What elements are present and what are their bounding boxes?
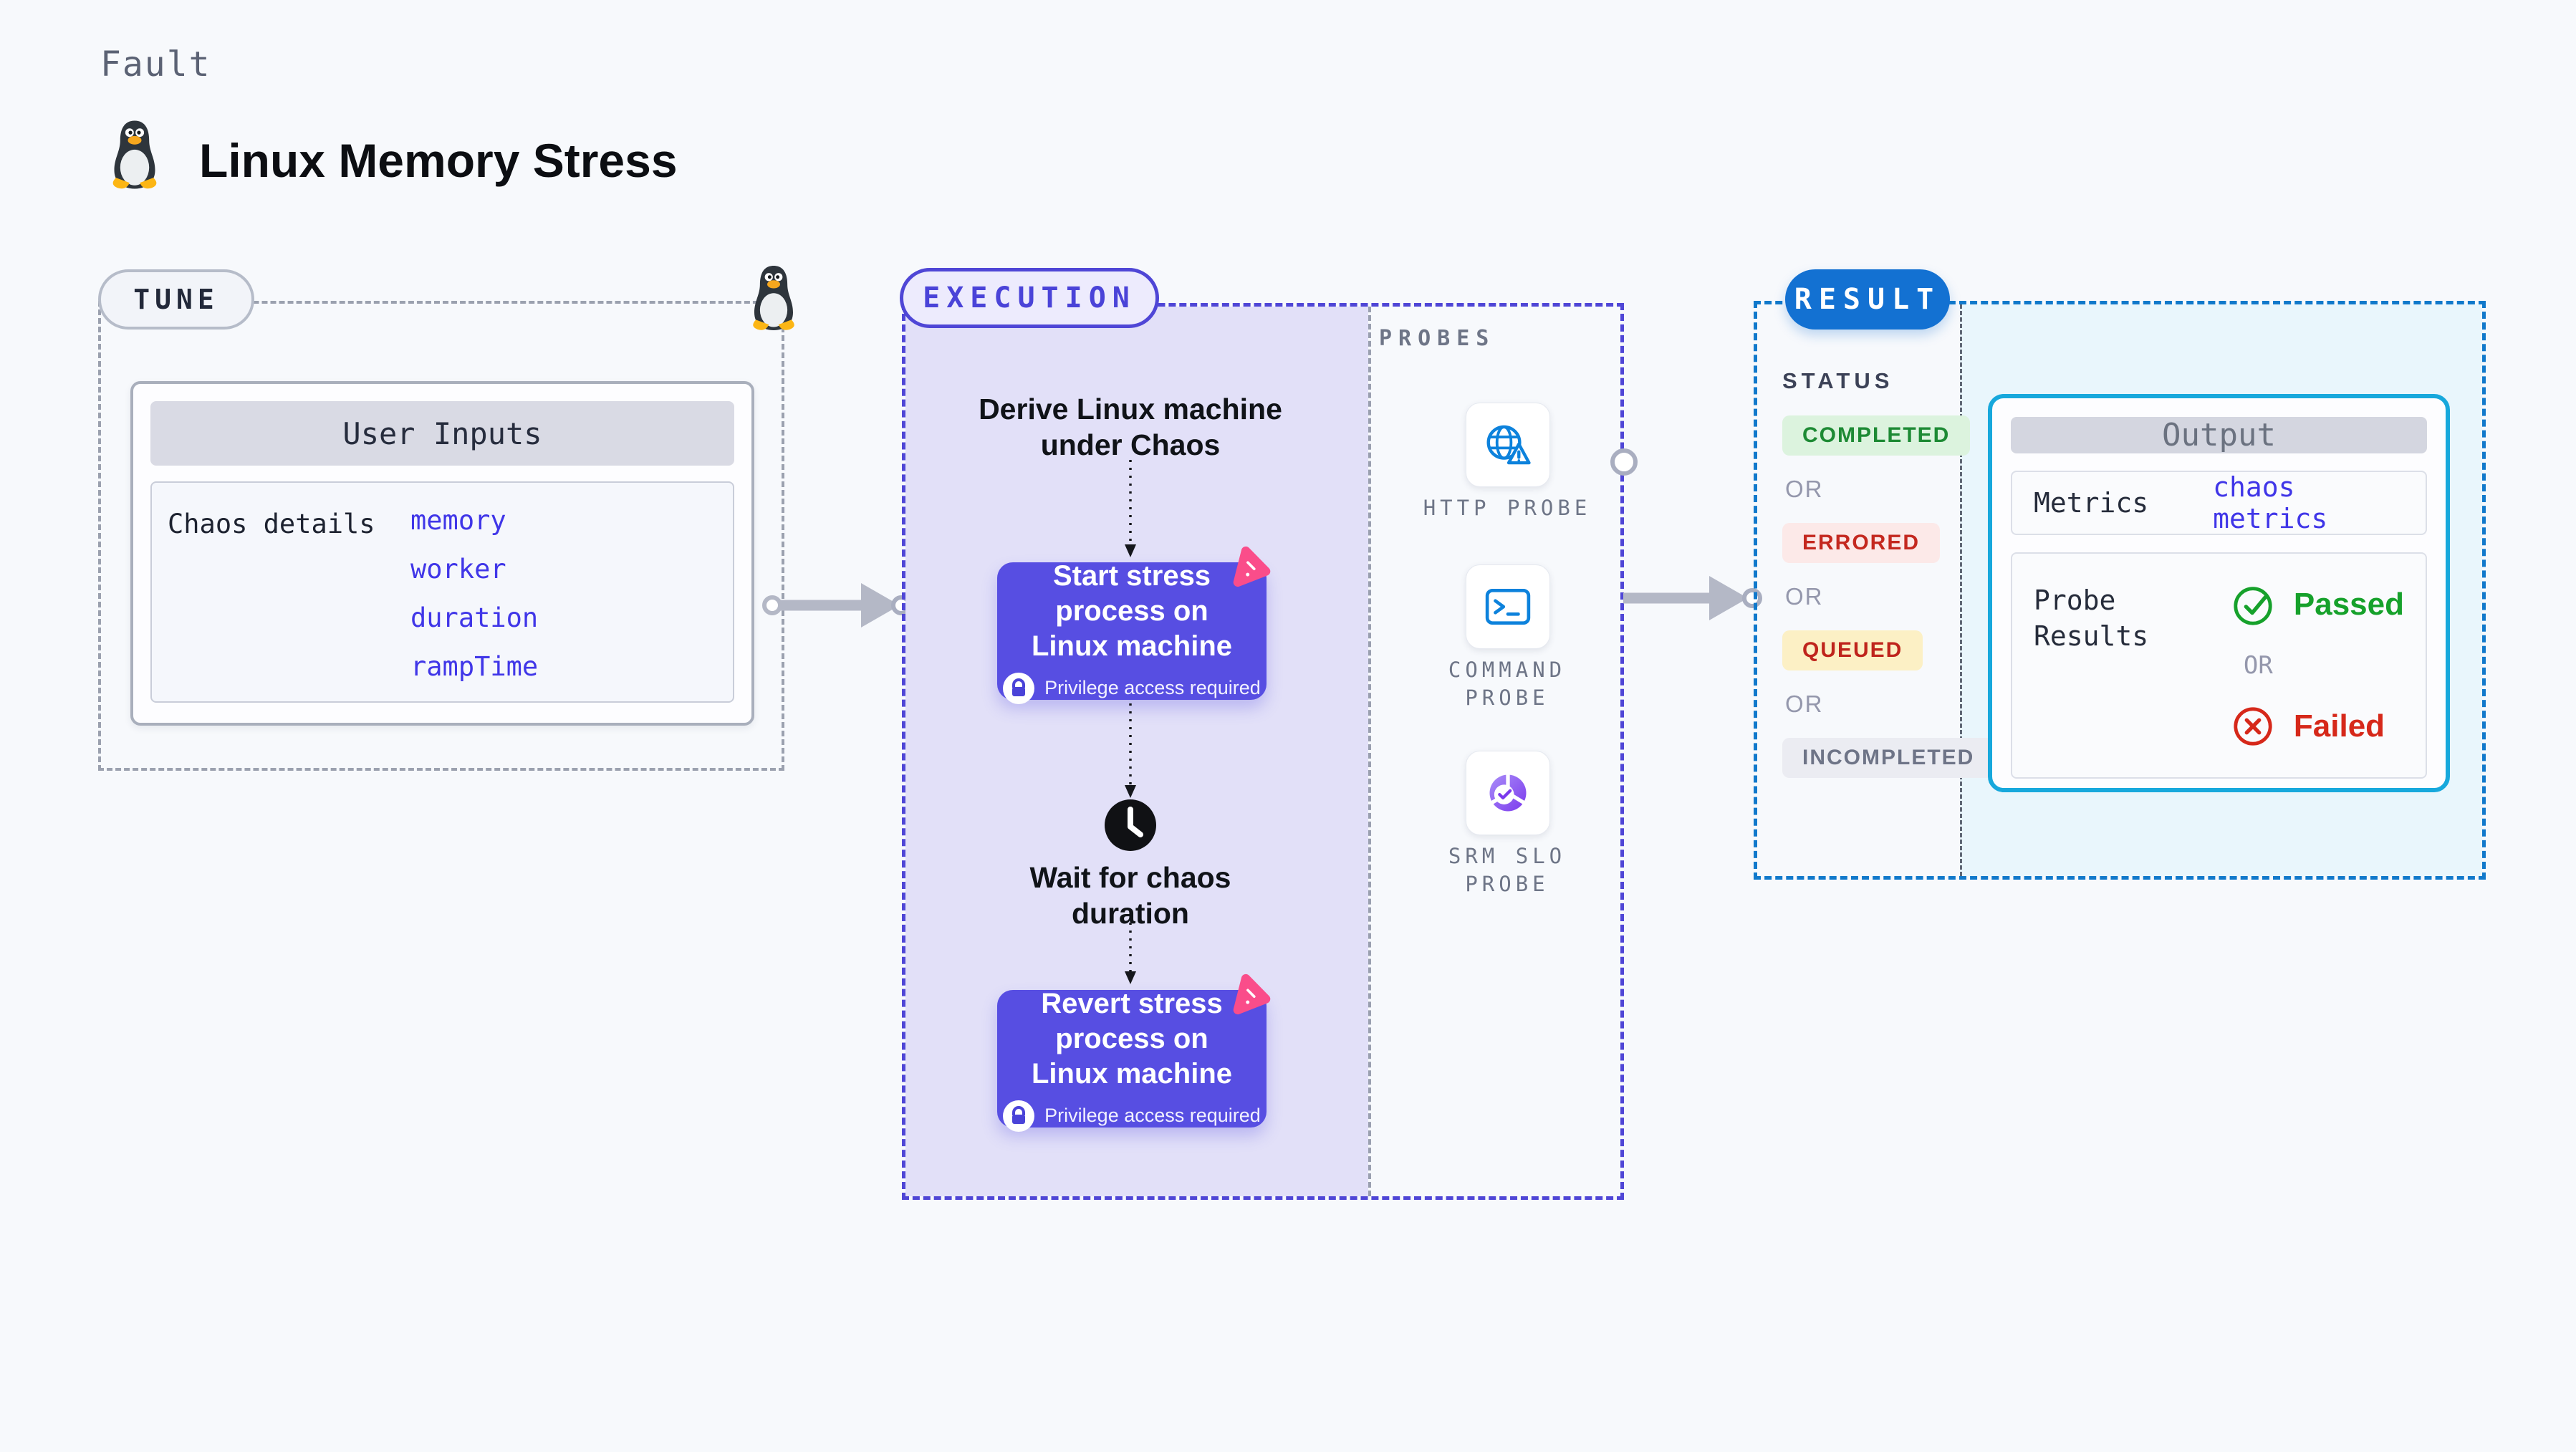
metrics-label: Metrics (2034, 487, 2149, 519)
privilege-badge: Privilege access required (1003, 1100, 1261, 1132)
or-label: OR (2243, 651, 2273, 680)
link-worker[interactable]: worker (410, 553, 506, 585)
start-stress-node: Start stress process on Linux machine Pr… (997, 559, 1267, 704)
passed-label: Passed (2293, 587, 2404, 622)
link-duration[interactable]: duration (410, 602, 539, 633)
lock-icon (1003, 672, 1035, 704)
passed-line: Passed (2231, 582, 2404, 627)
x-circle-icon (2234, 707, 2272, 746)
failed-line: Failed (2231, 704, 2404, 749)
probes-divider (1368, 307, 1371, 1196)
chaos-icon (1233, 546, 1271, 587)
probe-results-label: Probe Results (2034, 585, 2149, 652)
globe-alert-icon (1486, 425, 1531, 465)
flow-arrow-3 (1125, 923, 1136, 984)
arrow-execution-to-result (1623, 576, 1762, 620)
srm-slo-probe-card (1466, 751, 1550, 835)
or-label: OR (1785, 476, 1824, 502)
check-circle-icon (2234, 587, 2272, 625)
status-badge-incompleted: INCOMPLETED (1782, 738, 1995, 778)
tune-section-box (98, 301, 784, 771)
or-label: OR (1785, 583, 1824, 610)
user-inputs-header: User Inputs (150, 401, 734, 466)
link-memory[interactable]: memory (410, 504, 506, 536)
probe-results-row: Probe Results Passed OR Failed (2011, 552, 2427, 779)
wait-node-text: Wait for chaos duration (1029, 861, 1231, 930)
privilege-badge-text: Privilege access required (1044, 1105, 1261, 1126)
privilege-badge-text: Privilege access required (1044, 677, 1261, 698)
status-title: STATUS (1782, 368, 1894, 393)
flow-arrow-1 (1125, 460, 1136, 557)
or-label: OR (1785, 691, 1824, 717)
status-badge-queued: QUEUED (1782, 630, 1923, 670)
probe-results-values: Passed OR Failed (2231, 582, 2404, 749)
arrow-tune-to-execution (762, 583, 911, 628)
chaos-details-label: Chaos details (168, 509, 375, 539)
terminal-icon (1485, 588, 1531, 625)
revert-stress-node: Revert stress process on Linux machine P… (997, 988, 1267, 1132)
command-probe-label: COMMAND PROBE (1448, 658, 1567, 710)
http-probe-card (1466, 403, 1550, 487)
tux-icon (112, 120, 157, 189)
srm-slo-probe-label: SRM SLO PROBE (1448, 844, 1567, 896)
revert-stress-label: Revert stress process on Linux machine (1031, 987, 1233, 1090)
result-section-label: RESULT (1785, 269, 1950, 330)
output-header: Output (2011, 417, 2427, 453)
flow-arrow-2 (1125, 703, 1136, 798)
start-stress-label: Start stress process on Linux machine (1031, 559, 1233, 662)
execution-connector-node (1610, 448, 1638, 476)
lock-icon (1003, 1100, 1035, 1132)
fault-kicker: Fault (100, 44, 211, 85)
failed-label: Failed (2293, 708, 2385, 744)
status-badge-completed: COMPLETED (1782, 415, 1971, 456)
probes-title: PROBES (1379, 326, 1496, 351)
status-list: COMPLETED OR ERRORED OR QUEUED OR INCOMP… (1782, 415, 1995, 778)
metrics-row: Metrics chaos metrics (2011, 471, 2427, 535)
tune-section-label: TUNE (98, 269, 254, 330)
command-probe-card (1466, 564, 1550, 649)
tux-corner-icon (753, 266, 794, 330)
page-title: Linux Memory Stress (199, 134, 678, 187)
result-divider (1960, 304, 1962, 876)
privilege-badge: Privilege access required (1003, 672, 1261, 704)
derive-node-text: Derive Linux machine under Chaos (979, 393, 1282, 461)
chaos-details-table: Chaos details memory worker duration ram… (150, 481, 734, 703)
output-card: Output Metrics chaos metrics Probe Resul… (1988, 394, 2450, 792)
chaos-icon (1233, 973, 1271, 1015)
slo-donut-icon (1489, 773, 1527, 812)
http-probe-label: HTTP PROBE (1423, 496, 1592, 520)
user-inputs-card: User Inputs Chaos details memory worker … (130, 381, 754, 726)
execution-section-label: EXECUTION (900, 268, 1159, 328)
status-badge-errored: ERRORED (1782, 523, 1941, 563)
link-rampTime[interactable]: rampTime (410, 650, 539, 682)
chaos-metrics-link[interactable]: chaos metrics (2213, 471, 2328, 534)
clock-icon (1105, 799, 1156, 851)
tunable-links: memory worker duration rampTime (410, 496, 538, 691)
